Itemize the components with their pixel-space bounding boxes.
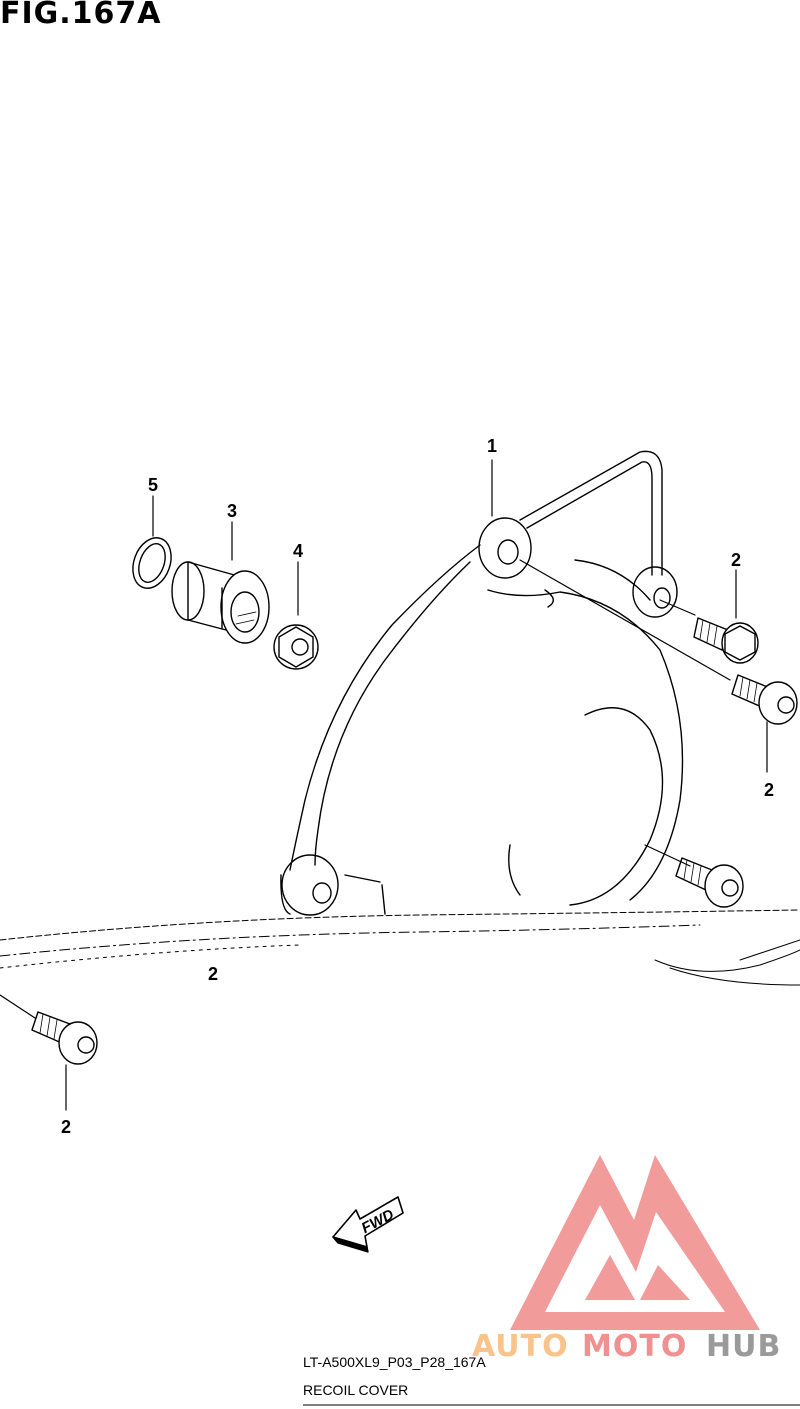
watermark-hub: HUB — [706, 1329, 781, 1364]
watermark-logo — [510, 1155, 760, 1330]
o-ring — [132, 537, 172, 589]
watermark-auto: AUTO — [472, 1329, 569, 1364]
watermark-text: AUTO MOTO HUB — [472, 1329, 781, 1364]
watermark-moto: MOTO — [582, 1329, 687, 1364]
bolt-middle-right — [731, 674, 798, 725]
callout-2-middle: 2 — [208, 964, 218, 984]
figure-code: LT-A500XL9_P03_P28_167A — [303, 1354, 486, 1370]
callout-4: 4 — [293, 541, 303, 561]
recoil-cover — [280, 450, 684, 916]
bolt-lower-left — [31, 1011, 98, 1065]
bolt-lower-right — [675, 857, 744, 908]
callout-2-lower: 2 — [61, 1117, 71, 1137]
leader-lines — [0, 459, 768, 1111]
figure-title: FIG.167A — [0, 0, 162, 31]
fwd-arrow-icon — [332, 1196, 404, 1253]
callout-labels: 1 2 2 2 2 3 4 5 FWD — [61, 436, 774, 1237]
bolt-upper-right — [693, 617, 759, 664]
flange-nut — [273, 624, 319, 670]
callout-2-right: 2 — [764, 780, 774, 800]
sealing-surface — [0, 909, 800, 986]
figure-name: RECOIL COVER — [303, 1382, 409, 1398]
collar — [171, 561, 270, 644]
callout-3: 3 — [227, 501, 237, 521]
callout-1: 1 — [487, 436, 497, 456]
callout-5: 5 — [148, 475, 158, 495]
callout-2-upper: 2 — [731, 550, 741, 570]
